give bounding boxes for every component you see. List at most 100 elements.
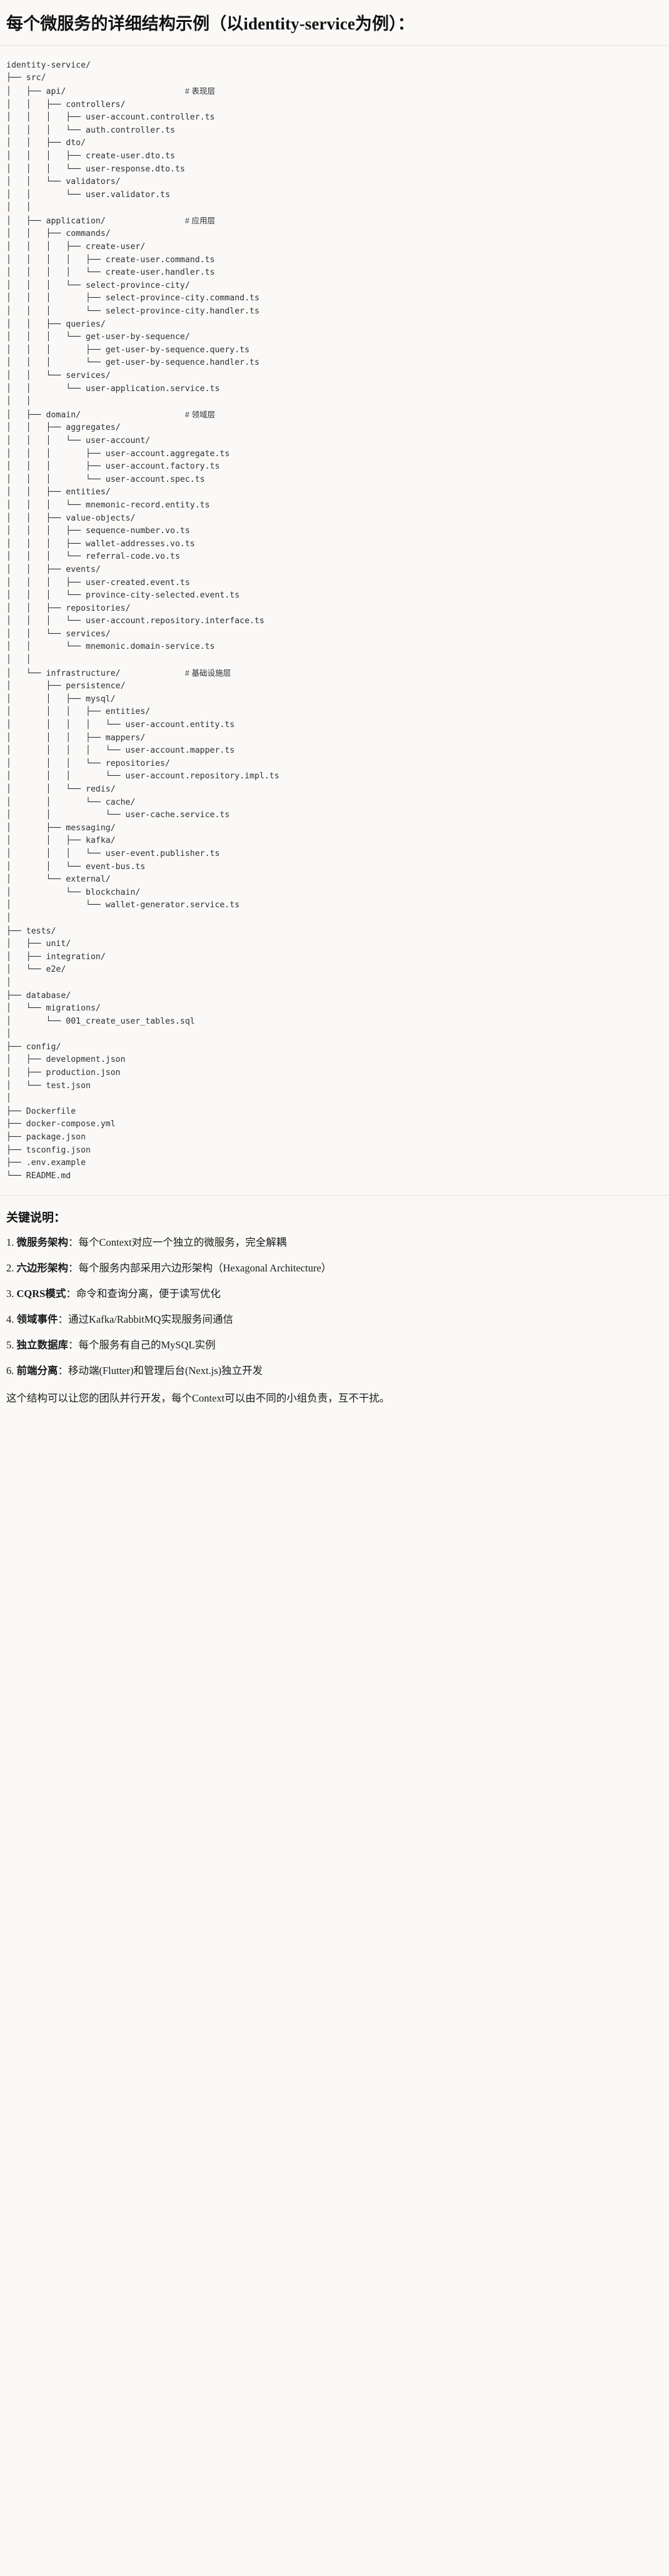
tree-row: │ │ [6,201,663,215]
tree-path: │ │ └── validators/ [6,177,121,187]
key-note-term: 六边形架构 [16,1262,69,1275]
tree-path: │ [6,913,11,923]
tree-row: │ │ │ ├── create-user.dto.ts [6,150,663,163]
tree-comment: # 应用层 [184,216,216,225]
key-note-description: 每个服务内部采用六边形架构（Hexagonal Architecture） [78,1262,332,1275]
key-note-separator: ： [58,1364,69,1377]
tree-path: │ │ │ └── user-account.repository.interf… [6,616,264,626]
tree-row: │ │ ├── aggregates/ [6,422,663,435]
key-notes-title: 关键说明： [6,1211,66,1225]
tree-path: │ │ │ ├── sequence-number.vo.ts [6,526,190,536]
key-note-number: 2. [6,1262,17,1275]
tree-row: ├── package.json [6,1131,663,1144]
tree-path: ├── tsconfig.json [6,1145,91,1155]
tree-row: │ │ │ └── user-account.repository.interf… [6,615,663,628]
tree-row: │ ├── api/ # 表现层 [6,85,663,99]
tree-spacer [121,669,185,678]
tree-path: ├── database/ [6,990,71,1000]
tree-path: │ └── blockchain/ [6,887,141,897]
tree-path: │ │ ├── queries/ [6,319,106,329]
tree-row: ├── tsconfig.json [6,1144,663,1158]
tree-path: │ │ │ └── user-response.dto.ts [6,164,185,174]
tree-row: │ │ ├── mysql/ [6,693,663,706]
key-note-separator: ： [66,1287,76,1300]
tree-row: │ │ │ ├── mappers/ [6,732,663,745]
tree-path: │ │ └── cache/ [6,797,136,807]
tree-row: │ │ └── user-cache.service.ts [6,809,663,822]
tree-path: │ │ └── redis/ [6,785,116,794]
tree-row: │ │ └── redis/ [6,783,663,797]
tree-row: │ ├── production.json [6,1067,663,1080]
tree-row: │ │ │ └── user-account.spec.ts [6,474,663,487]
tree-path: │ │ │ └── user-event.publisher.ts [6,848,220,858]
key-note-separator: ： [68,1236,79,1249]
tree-row: ├── .env.example [6,1157,663,1170]
tree-path: │ └── wallet-generator.service.ts [6,900,240,910]
tree-row: │ │ │ ├── select-province-city.command.t… [6,292,663,305]
directory-tree-section: identity-service/ ├── src/ │ ├── api/ # … [0,45,669,1196]
tree-comment: # 表现层 [184,86,216,96]
tree-row: │ └── test.json [6,1080,663,1093]
tree-row: │ │ └── mnemonic.domain-service.ts [6,641,663,654]
tree-path: │ ├── application/ [6,216,106,226]
directory-tree: identity-service/ ├── src/ │ ├── api/ # … [6,59,663,1183]
key-note-term: 微服务架构 [16,1236,69,1249]
tree-row: ├── database/ [6,990,663,1003]
tree-row: │ │ │ ├── user-account.factory.ts [6,461,663,474]
tree-row: ├── tests/ [6,925,663,939]
key-note-separator: ： [58,1313,69,1325]
header-section: 每个微服务的详细结构示例（以identity-service为例）： [0,0,669,46]
tree-path: │ │ │ └── get-user-by-sequence/ [6,332,190,342]
tree-spacer [66,87,185,96]
tree-path: │ │ │ └── province-city-selected.event.t… [6,591,240,601]
tree-row: ├── docker-compose.yml [6,1118,663,1131]
tree-row: │ │ │ │ └── user-account.entity.ts [6,719,663,732]
tree-path: │ │ ├── commands/ [6,229,111,239]
tree-row: │ ├── messaging/ [6,822,663,835]
tree-path: │ │ │ ├── mappers/ [6,733,146,743]
tree-path: │ ├── api/ [6,86,66,96]
tree-row: │ └── blockchain/ [6,887,663,900]
tree-row: │ │ │ └── user-response.dto.ts [6,163,663,176]
tree-row: │ │ └── user.validator.ts [6,189,663,202]
tree-row: │ │ └── user-application.service.ts [6,383,663,396]
tree-path: ├── config/ [6,1042,61,1052]
tree-path: │ │ │ ├── entities/ [6,707,151,717]
tree-path: │ └── infrastructure/ [6,668,121,678]
tree-path: │ │ [6,203,31,213]
tree-path: │ │ │ └── user-account/ [6,435,151,445]
tree-path: │ │ └── services/ [6,371,111,380]
tree-path: │ │ │ │ ├── create-user.command.ts [6,255,215,265]
tree-row: identity-service/ [6,59,663,73]
tree-row: │ │ │ ├── get-user-by-sequence.query.ts [6,344,663,357]
key-note-item: 1. 微服务架构：每个Context对应一个独立的微服务，完全解耦 [6,1235,663,1250]
tree-row: │ │ └── validators/ [6,176,663,189]
tree-path: ├── tests/ [6,926,56,936]
tree-path: │ │ │ │ └── create-user.handler.ts [6,268,215,278]
tree-path: │ │ │ ├── user-account.controller.ts [6,113,215,123]
tree-path: │ │ │ └── auth.controller.ts [6,125,175,135]
tree-path: ├── package.json [6,1133,86,1143]
tree-path: │ [6,977,11,987]
tree-row: │ │ │ └── user-account.repository.impl.t… [6,770,663,783]
tree-path: │ │ ├── kafka/ [6,836,116,846]
tree-path: │ └── test.json [6,1081,91,1091]
key-note-term: 独立数据库 [16,1338,69,1351]
tree-path: │ │ │ ├── user-account.factory.ts [6,462,220,472]
tree-row: │ │ ├── controllers/ [6,99,663,112]
tree-row: │ ├── application/ # 应用层 [6,215,663,228]
tree-row: │ │ └── event-bus.ts [6,861,663,874]
tree-row: │ │ ├── queries/ [6,318,663,332]
tree-path: └── README.md [6,1171,71,1181]
tree-row: │ [6,1028,663,1041]
tree-path: │ ├── persistence/ [6,681,126,691]
tree-row: │ └── 001_create_user_tables.sql [6,1016,663,1029]
tree-path: ├── docker-compose.yml [6,1119,116,1129]
tree-row: │ │ │ └── province-city-selected.event.t… [6,589,663,603]
tree-path: │ │ │ ├── wallet-addresses.vo.ts [6,539,195,549]
tree-path: │ │ │ │ └── user-account.entity.ts [6,720,235,730]
tree-row: │ │ │ └── auth.controller.ts [6,125,663,138]
tree-row: │ │ ├── dto/ [6,137,663,150]
key-note-separator: ： [68,1262,79,1275]
key-note-item: 5. 独立数据库：每个服务有自己的MySQL实例 [6,1338,663,1353]
